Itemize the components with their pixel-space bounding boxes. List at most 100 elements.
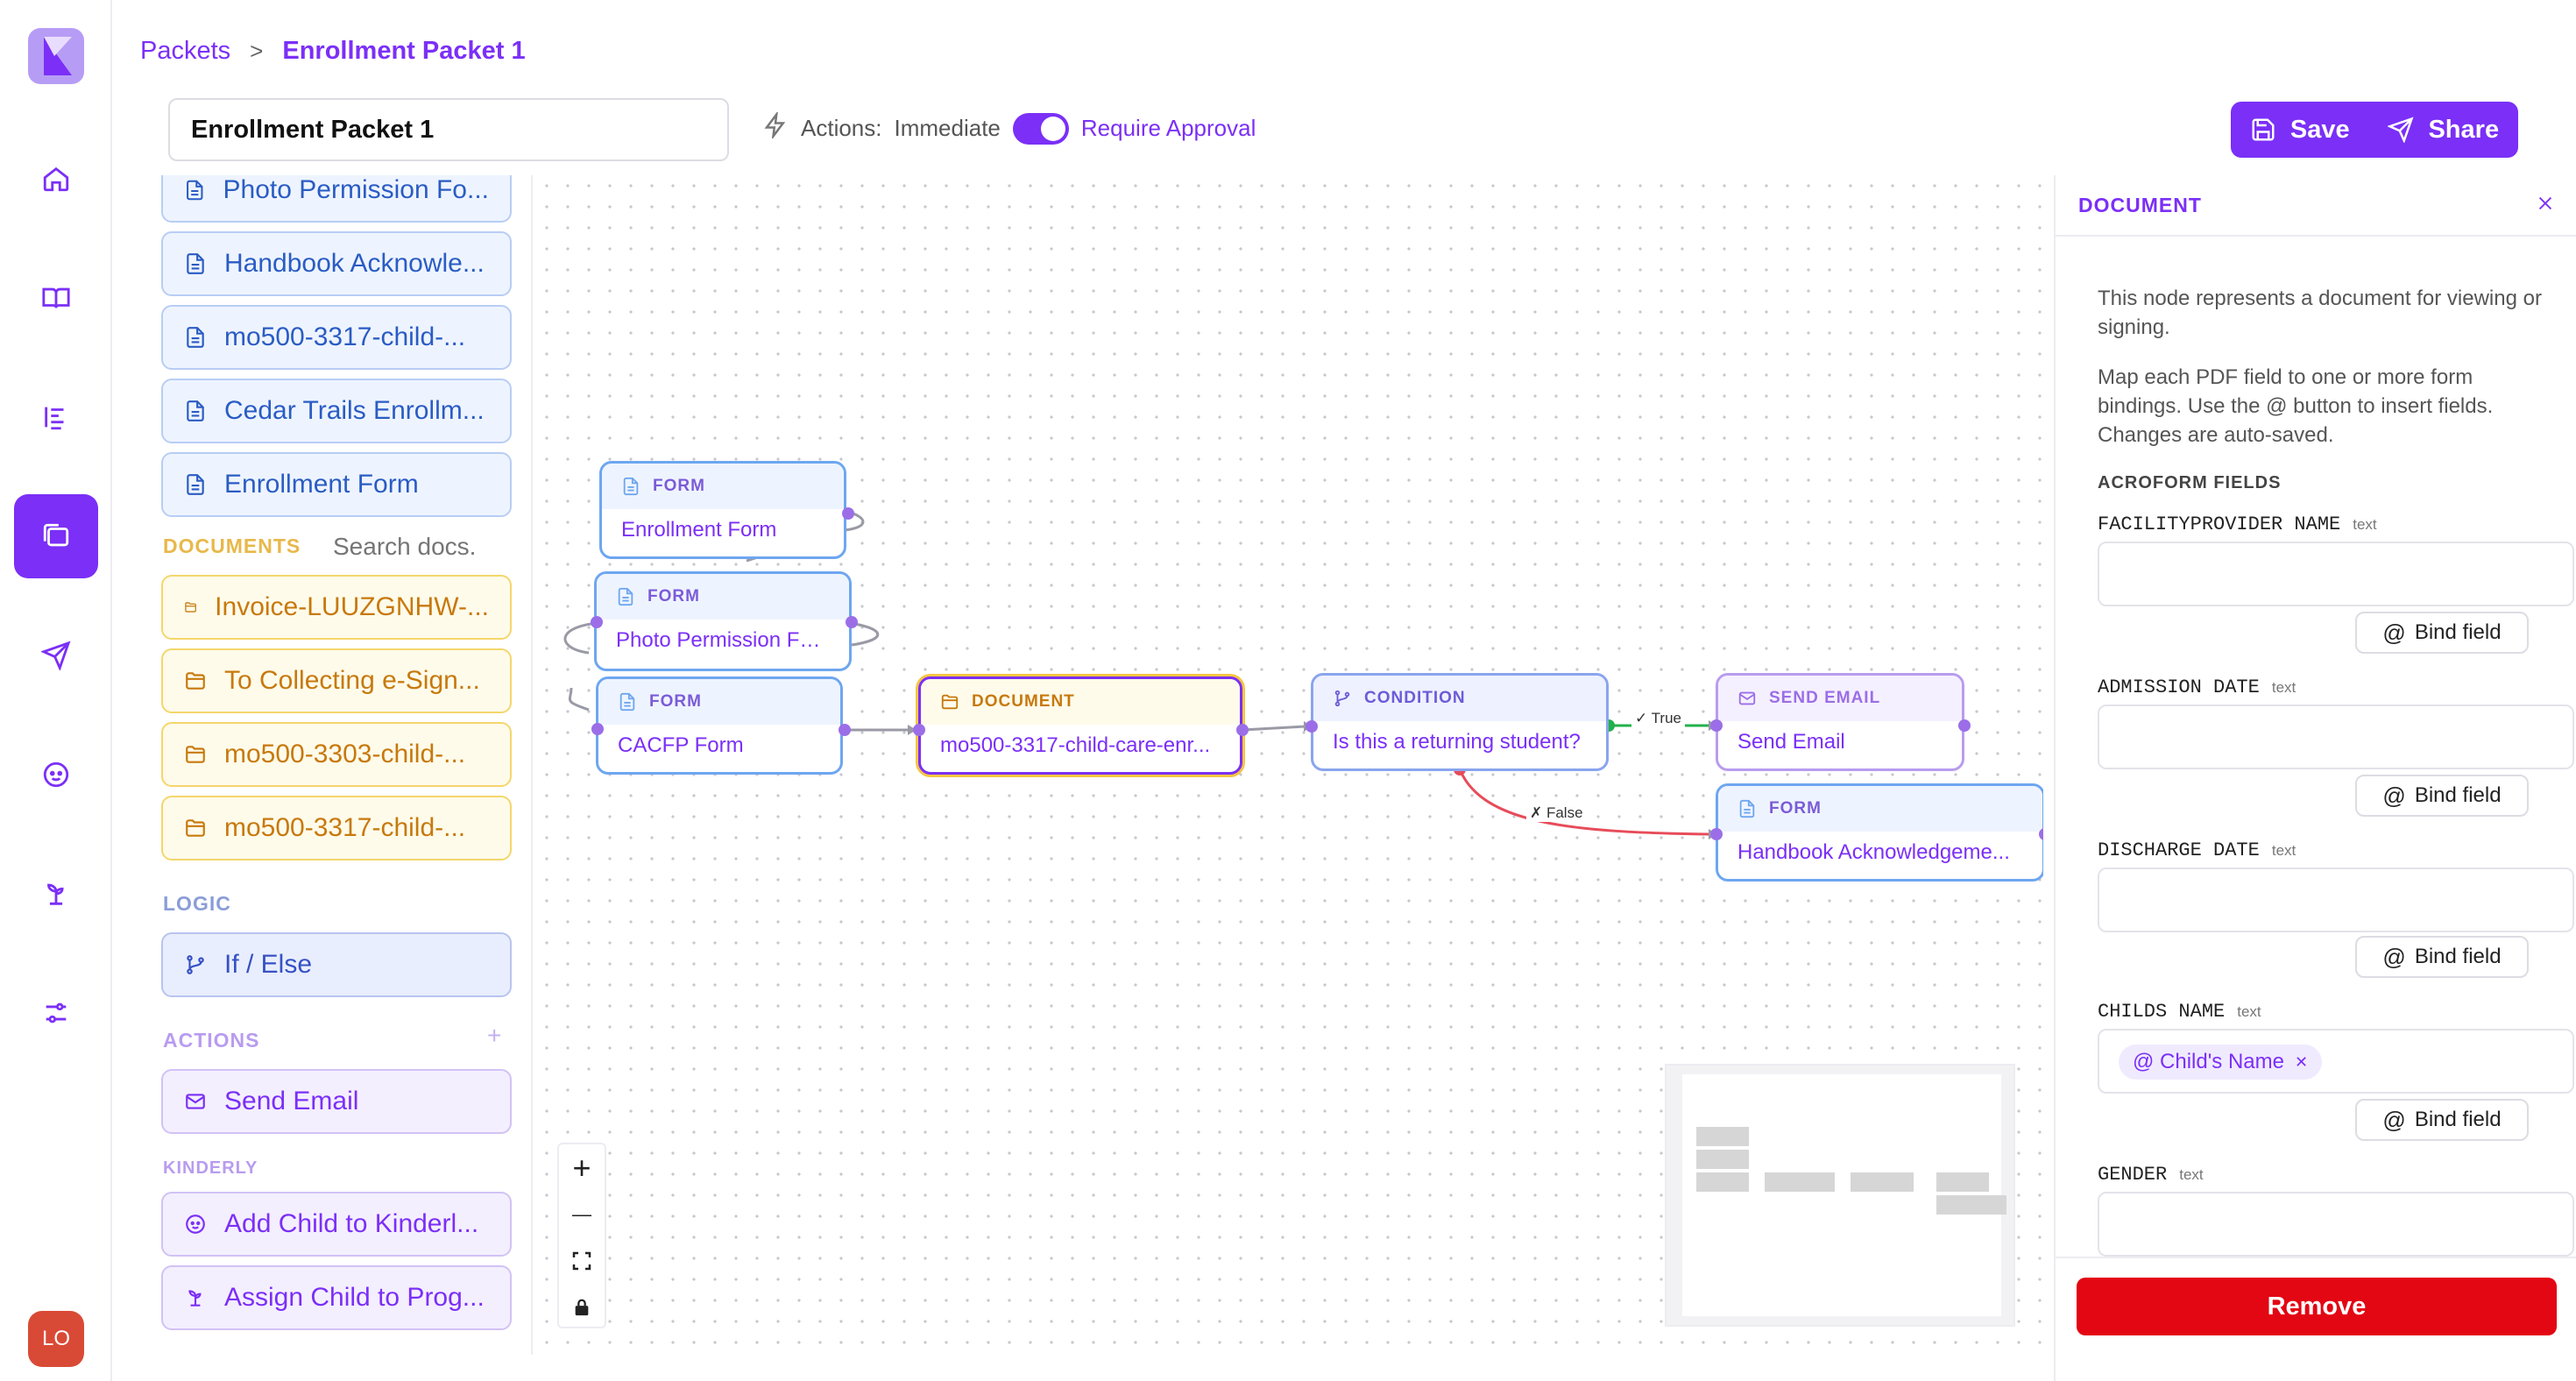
node-cacfp-form[interactable]: FORM CACFP Form xyxy=(596,676,843,775)
binding-chip[interactable]: @ Child's Name ✕ xyxy=(2119,1045,2323,1080)
canvas-controls: + — xyxy=(557,1143,606,1328)
list-icon[interactable] xyxy=(14,375,98,459)
palette-item-label: Send Email xyxy=(224,1087,359,1115)
book-icon[interactable] xyxy=(14,256,98,340)
actions-label: Actions: xyxy=(801,115,882,141)
node-label: mo500-3317-child-care-enr... xyxy=(940,733,1211,757)
palette-document-item[interactable]: mo500-3317-child-... xyxy=(161,796,512,860)
node-header: FORM xyxy=(598,679,840,725)
palette-item-label: Enrollment Form xyxy=(224,470,419,499)
node-document[interactable]: DOCUMENT mo500-3317-child-care-enr... xyxy=(918,676,1242,775)
save-button[interactable]: Save xyxy=(2250,116,2350,145)
at-icon: @ xyxy=(2382,1106,2406,1133)
node-type: CONDITION xyxy=(1364,689,1466,707)
folder-icon xyxy=(186,672,205,690)
field-input[interactable]: @ Child's Name ✕ xyxy=(2098,1029,2574,1094)
node-condition[interactable]: CONDITION Is this a returning student? xyxy=(1311,673,1609,771)
documents-search-input[interactable] xyxy=(333,533,508,561)
save-label: Save xyxy=(2289,115,2350,144)
file-icon xyxy=(187,474,204,495)
breadcrumb: Packets > Enrollment Packet 1 xyxy=(140,37,526,66)
field-input[interactable] xyxy=(2098,542,2574,606)
node-send-email[interactable]: SEND EMAIL Send Email xyxy=(1716,673,1964,771)
branch-split-icon xyxy=(1334,690,1350,707)
node-type: FORM xyxy=(648,587,700,606)
logic-section-title: LOGIC xyxy=(163,892,231,915)
palette-item-label: mo500-3303-child-... xyxy=(224,740,466,768)
share-button[interactable]: Share xyxy=(2388,116,2499,145)
branch-icon[interactable] xyxy=(14,852,98,936)
user-avatar[interactable]: LO xyxy=(28,1311,84,1367)
require-approval-label[interactable]: Require Approval xyxy=(1080,115,1256,141)
palette-form-item[interactable]: Enrollment Form xyxy=(161,452,512,517)
palette-item-label: Add Child to Kinderl... xyxy=(224,1209,479,1238)
node-label: Is this a returning student? xyxy=(1333,730,1581,754)
close-icon[interactable] xyxy=(2536,194,2555,217)
actions-mode: Immediate xyxy=(894,115,1001,141)
remove-button[interactable]: Remove xyxy=(2077,1278,2557,1335)
field-input[interactable] xyxy=(2098,1192,2574,1257)
palette-item-label: mo500-3317-child-... xyxy=(224,322,466,351)
bind-field-button[interactable]: @ Bind field xyxy=(2355,775,2529,817)
send-icon[interactable] xyxy=(14,613,98,698)
node-header: DOCUMENT xyxy=(921,679,1240,725)
file-icon xyxy=(187,400,204,421)
node-handbook-form[interactable]: FORM Handbook Acknowledgeme... xyxy=(1716,783,2043,882)
palette-form-item[interactable]: mo500-3317-child-... xyxy=(161,305,512,370)
palette-form-item[interactable]: Handbook Acknowle... xyxy=(161,231,512,296)
panel-description: This node represents a document for view… xyxy=(2098,287,2542,339)
baby-icon[interactable] xyxy=(14,733,98,817)
folder-icon xyxy=(941,694,959,710)
node-type: SEND EMAIL xyxy=(1769,689,1881,707)
breadcrumb-packets[interactable]: Packets xyxy=(140,37,231,65)
palette-document-item[interactable]: mo500-3303-child-... xyxy=(161,722,512,787)
file-icon xyxy=(619,692,635,712)
palette-kinderly-item[interactable]: Assign Child to Prog... xyxy=(161,1265,512,1330)
node-photo-permission-form[interactable]: FORM Photo Permission Form xyxy=(594,571,852,671)
zoom-out-button[interactable]: — xyxy=(572,1202,591,1225)
bind-field-button[interactable]: @ Bind field xyxy=(2355,612,2529,654)
folder-icon xyxy=(186,746,205,763)
palette-form-item[interactable]: Photo Permission Fo... xyxy=(161,175,512,223)
palette-kinderly-item[interactable]: Add Child to Kinderl... xyxy=(161,1192,512,1257)
flow-canvas[interactable]: ✓ True ✗ False FORM Enrollment Form FORM… xyxy=(536,175,2043,1355)
approval-toggle[interactable] xyxy=(1012,112,1069,145)
sliders-icon[interactable] xyxy=(14,971,98,1055)
documents-section-title: DOCUMENTS xyxy=(163,535,301,557)
file-icon xyxy=(618,587,633,606)
palette-document-item[interactable]: To Collecting e-Sign... xyxy=(161,648,512,713)
share-label: Share xyxy=(2428,115,2500,144)
palette-action-item[interactable]: Send Email xyxy=(161,1069,512,1134)
panel-help: Map each PDF field to one or more form b… xyxy=(2098,365,2494,447)
zoom-in-button[interactable]: + xyxy=(572,1149,591,1186)
bind-field-button[interactable]: @ Bind field xyxy=(2355,936,2529,978)
palette-item-label: To Collecting e-Sign... xyxy=(224,666,480,695)
fit-view-icon[interactable] xyxy=(559,1237,605,1284)
folders-icon[interactable] xyxy=(14,494,98,578)
node-header: CONDITION xyxy=(1313,676,1606,721)
palette-form-item[interactable]: Cedar Trails Enrollm... xyxy=(161,379,512,443)
panel-header: DOCUMENT xyxy=(2056,175,2576,237)
field-input[interactable] xyxy=(2098,868,2574,932)
lightning-icon xyxy=(762,110,789,145)
bind-field-button[interactable]: @ Bind field xyxy=(2355,1099,2529,1141)
remove-chip-icon[interactable]: ✕ xyxy=(2295,1052,2309,1071)
field-input[interactable] xyxy=(2098,705,2574,769)
add-action-button[interactable]: + xyxy=(487,1022,502,1049)
palette-logic-item[interactable]: If / Else xyxy=(161,932,512,997)
node-label: Photo Permission Form xyxy=(616,628,836,652)
palette-item-label: Assign Child to Prog... xyxy=(224,1283,485,1312)
save-icon xyxy=(2252,118,2275,141)
acroform-section-title: ACROFORM FIELDS xyxy=(2098,473,2282,492)
node-header: SEND EMAIL xyxy=(1718,676,1962,721)
packet-name-input[interactable] xyxy=(168,98,729,161)
lock-icon[interactable] xyxy=(559,1284,605,1330)
node-enrollment-form[interactable]: FORM Enrollment Form xyxy=(599,461,846,559)
home-icon[interactable] xyxy=(14,137,98,221)
node-header: FORM xyxy=(597,574,849,620)
palette-document-item[interactable]: Invoice-LUUZGNHW-... xyxy=(161,575,512,640)
app-logo[interactable] xyxy=(28,28,84,84)
minimap[interactable] xyxy=(1665,1064,2015,1327)
edge-true-label: ✓ True xyxy=(1631,710,1685,727)
